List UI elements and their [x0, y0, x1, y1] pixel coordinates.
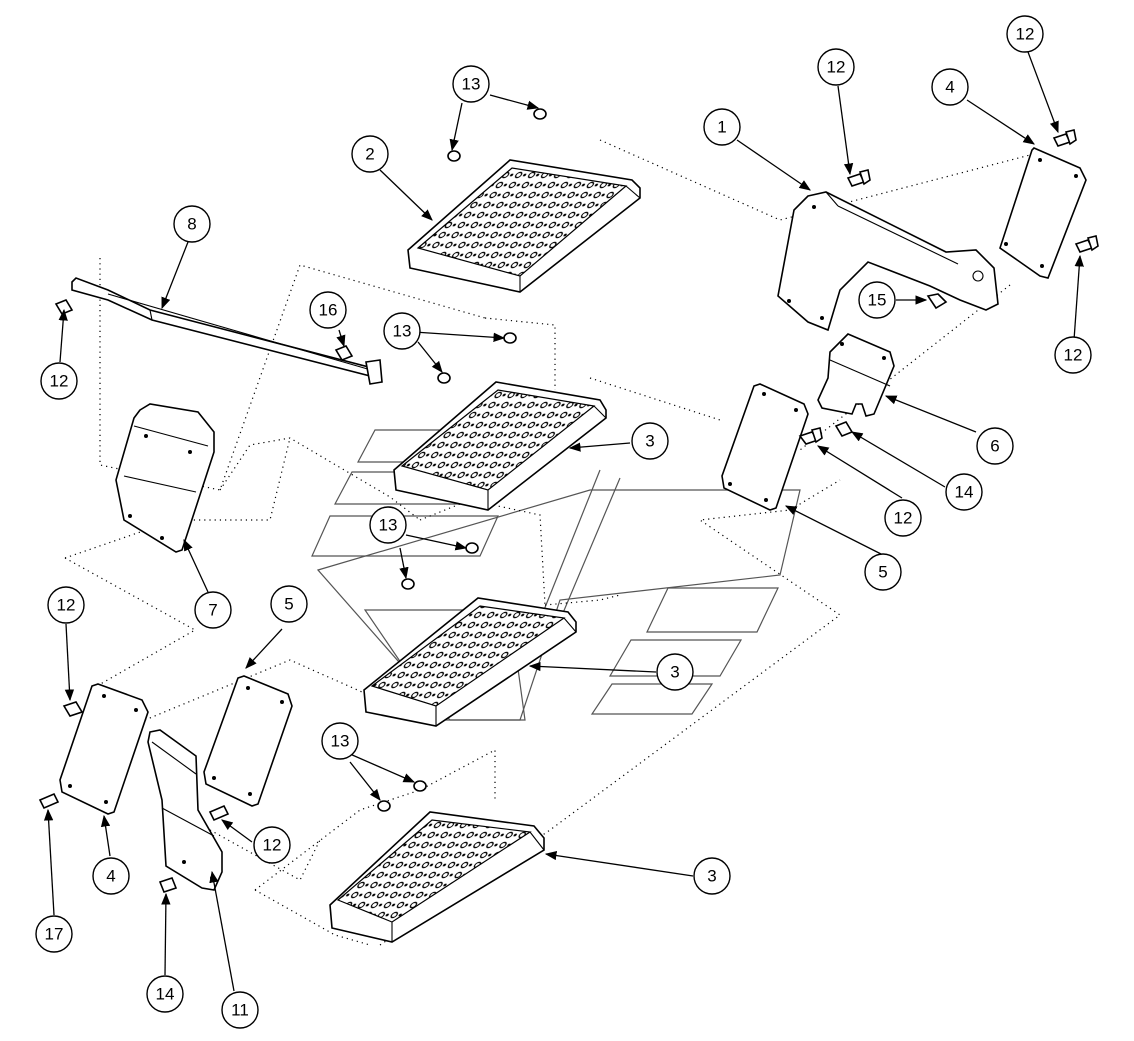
- svg-text:2: 2: [365, 145, 374, 164]
- callout-item-11: 11: [221, 991, 259, 1029]
- svg-text:15: 15: [868, 291, 887, 310]
- callout-item-5: 5: [864, 553, 902, 591]
- bolt-icon: [38, 792, 60, 810]
- svg-text:5: 5: [878, 563, 887, 582]
- svg-text:13: 13: [331, 732, 350, 751]
- svg-text:4: 4: [106, 867, 115, 886]
- fasteners: [38, 108, 1099, 893]
- callout-item-8: 8: [173, 205, 211, 243]
- callout-item-12: 12: [884, 499, 922, 537]
- bolt-icon: [208, 804, 230, 822]
- leader-lines: [43, 51, 1084, 992]
- part-3-step-c: [329, 811, 545, 943]
- nut-icon: [533, 108, 547, 120]
- callout-item-3: 3: [693, 857, 731, 895]
- svg-text:3: 3: [707, 867, 716, 886]
- bolt-icon: [834, 421, 854, 437]
- callout-item-13: 13: [369, 506, 407, 544]
- nut-icon: [413, 780, 427, 792]
- callout-item-4: 4: [931, 68, 969, 106]
- svg-text:4: 4: [945, 78, 954, 97]
- svg-text:6: 6: [990, 437, 999, 456]
- svg-text:14: 14: [156, 985, 175, 1004]
- svg-text:5: 5: [284, 595, 293, 614]
- part-4-plate-right: [999, 147, 1087, 279]
- callout-item-12: 12: [817, 48, 855, 86]
- nut-icon: [377, 800, 391, 812]
- callout-item-14: 14: [945, 473, 983, 511]
- part-5-plate-right: [721, 383, 809, 511]
- part-3-step-a: [393, 381, 607, 511]
- svg-text:7: 7: [208, 601, 217, 620]
- nut-icon: [465, 542, 479, 554]
- callout-item-3: 3: [656, 653, 694, 691]
- callout-item-12: 12: [40, 362, 78, 400]
- part-2-step: [407, 159, 641, 293]
- svg-text:12: 12: [1016, 25, 1035, 44]
- nut-icon: [447, 150, 461, 162]
- svg-text:3: 3: [670, 663, 679, 682]
- svg-text:12: 12: [57, 596, 76, 615]
- svg-text:12: 12: [263, 836, 282, 855]
- part-1-bracket: [777, 191, 999, 332]
- callout-item-14: 14: [146, 975, 184, 1013]
- part-7-bracket: [115, 403, 215, 553]
- callout-item-17: 17: [35, 915, 73, 953]
- svg-text:12: 12: [894, 509, 913, 528]
- svg-text:13: 13: [393, 322, 412, 341]
- callout-item-12: 12: [253, 826, 291, 864]
- part-8-rod: [71, 277, 383, 385]
- callout-item-12: 12: [1006, 15, 1044, 53]
- callout-item-13: 13: [321, 722, 359, 760]
- callout-item-12: 12: [1054, 336, 1092, 374]
- callout-item-6: 6: [976, 427, 1014, 465]
- svg-text:12: 12: [1064, 346, 1083, 365]
- bolt-icon: [926, 293, 948, 310]
- callout-item-5: 5: [270, 585, 308, 623]
- svg-text:16: 16: [319, 301, 338, 320]
- svg-text:12: 12: [50, 372, 69, 391]
- svg-text:1: 1: [717, 118, 726, 137]
- svg-text:3: 3: [645, 432, 654, 451]
- bolt-icon: [1052, 129, 1077, 147]
- callout-item-3: 3: [631, 422, 669, 460]
- bolt-icon: [846, 169, 871, 187]
- svg-text:14: 14: [955, 483, 974, 502]
- callout-item-15: 15: [858, 281, 896, 319]
- svg-text:17: 17: [45, 925, 64, 944]
- callout-item-2: 2: [351, 135, 389, 173]
- svg-text:11: 11: [231, 1001, 249, 1020]
- bolt-icon: [334, 345, 354, 361]
- bolt-icon: [1074, 235, 1099, 253]
- nut-icon: [437, 372, 451, 384]
- callout-item-12: 12: [47, 586, 85, 624]
- callout-item-1: 1: [703, 108, 741, 146]
- nut-icon: [503, 332, 517, 344]
- part-6-bracket: [817, 333, 895, 417]
- callout-item-7: 7: [194, 591, 232, 629]
- part-3-step-b: [363, 597, 577, 727]
- callout-item-4: 4: [92, 857, 130, 895]
- callout-item-16: 16: [309, 291, 347, 329]
- bolt-icon: [798, 427, 823, 445]
- part-5-plate-left: [203, 675, 293, 807]
- svg-text:12: 12: [827, 58, 846, 77]
- bolt-icon: [62, 701, 84, 717]
- callout-item-13: 13: [383, 312, 421, 350]
- nut-icon: [401, 578, 415, 590]
- svg-text:13: 13: [379, 516, 398, 535]
- part-4-plate-left: [59, 683, 149, 815]
- bolt-icon: [158, 877, 178, 893]
- callout-item-13: 13: [452, 65, 490, 103]
- svg-text:13: 13: [462, 75, 481, 94]
- svg-text:8: 8: [187, 215, 196, 234]
